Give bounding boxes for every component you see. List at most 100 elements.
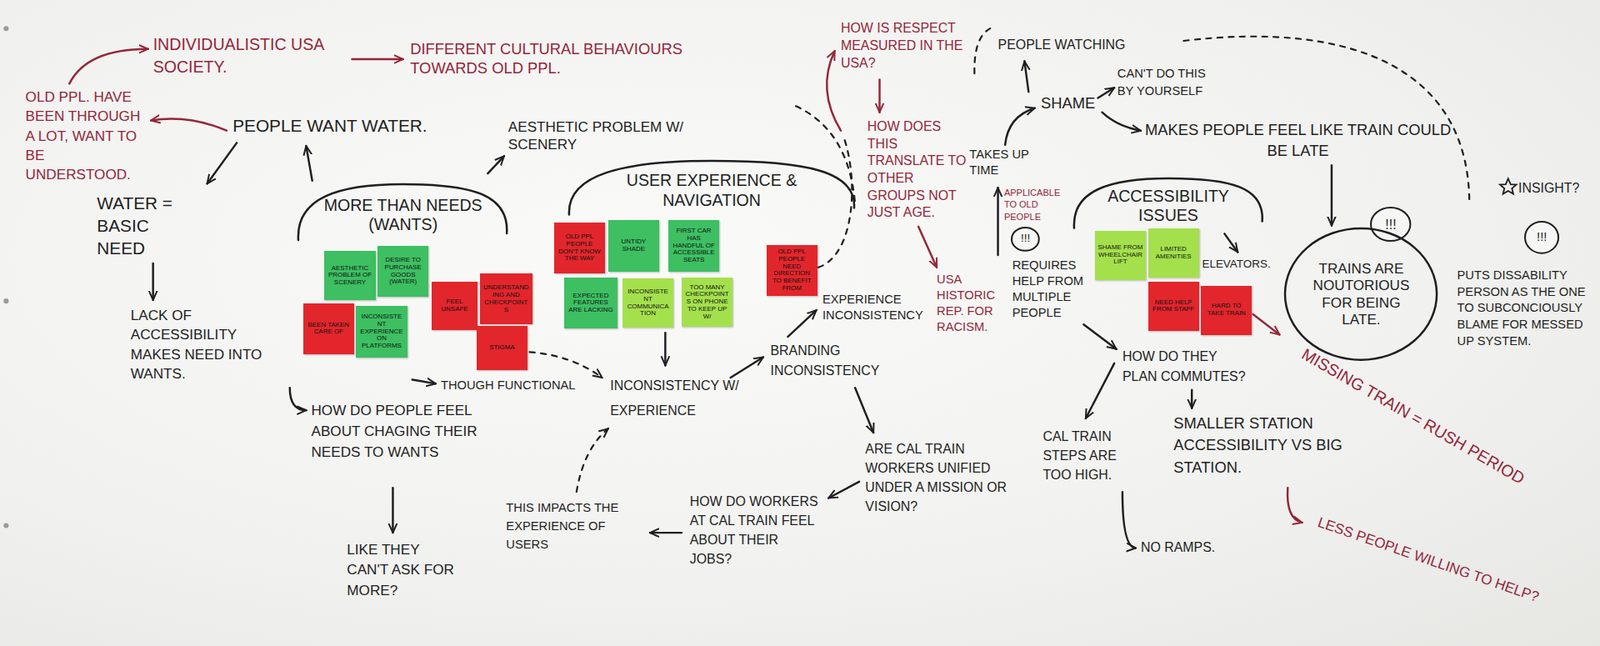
node-text-group: INCONSISTENT COMMUNICATION <box>625 288 671 318</box>
handwritten-note: PEOPLE WATCHING <box>998 36 1182 54</box>
handwritten-note: HOW DO PEOPLE FEEL ABOUT CHAGING THEIR N… <box>310 400 485 463</box>
handwritten-note: APPLICABLE TO OLD PEOPLE <box>1004 186 1068 223</box>
node-text-group: EXPECTED FEATURES ARE LACKING <box>567 292 615 315</box>
arrow <box>828 481 860 499</box>
handwritten-note: ARE CAL TRAIN WORKERS UNIFIED UNDER A MI… <box>865 439 1029 516</box>
arrow <box>787 310 816 337</box>
star-symbol <box>1500 178 1517 194</box>
note-slot: LIKE THEY CAN'T ASK FOR MORE? <box>346 539 460 602</box>
screw <box>3 298 9 304</box>
sticky-note: BEEN TAKEN CARE OF <box>303 303 355 355</box>
arrow <box>1253 314 1280 335</box>
theme-oval: MORE THAN NEEDS (WANTS) <box>295 181 510 245</box>
sticky-note: INCONSISTENT COMMUNICATION <box>622 278 674 328</box>
node-text-group: FIRST CAR HAS HANDFUL OF ACCESSIBLE SEAT… <box>671 227 717 265</box>
oval-outline <box>1074 178 1263 229</box>
note-slot: INDIVIDUALISTIC USA SOCIETY. <box>153 33 348 78</box>
note-slot: MISSING TRAIN = RUSH PERIOD <box>1275 331 1551 502</box>
sticky-text: STIGMA <box>480 344 525 352</box>
arrow <box>826 50 841 130</box>
handwritten-note: OLD PPL. HAVE BEEN THROUGH A LOT, WANT T… <box>25 87 146 185</box>
handwritten-note: LIKE THEY CAN'T ASK FOR MORE? <box>346 539 460 602</box>
handwritten-note: WATER = BASIC NEED <box>96 191 199 260</box>
handwritten-note: TAKES UP TIME <box>969 146 1043 178</box>
sticky-note: FEEL UNSAFE <box>431 281 478 330</box>
handwritten-note: LESS PEOPLE WILLING TO HELP? <box>1305 509 1552 609</box>
note-slot: DIFFERENT CULTURAL BEHAVIOURS TOWARDS OL… <box>410 39 701 80</box>
arrow <box>1024 60 1029 92</box>
node-text-group: !!! <box>1371 216 1411 233</box>
note-slot: PEOPLE WANT WATER. <box>232 115 488 137</box>
circle-outline <box>1525 221 1559 254</box>
theme-title: USER EXPERIENCE & NAVIGATION <box>585 170 840 210</box>
handwritten-note: SMALLER STATION ACCESSIBILITY VS BIG STA… <box>1173 412 1378 480</box>
node-text-group: SHAME FROM WHEELCHAIR LIFT <box>1098 244 1144 266</box>
node-text-group: TRAINS ARE NOUTORIOUS FOR BEING LATE. <box>1304 260 1419 329</box>
node-text-group: HARD TO TAKE TRAIN <box>1204 302 1250 317</box>
handwritten-note: THOUGH FUNCTIONAL <box>440 377 615 393</box>
handwritten-note: MAKES PEOPLE FEEL LIKE TRAIN COULD BE LA… <box>1145 120 1451 162</box>
insight-circle: TRAINS ARE NOUTORIOUS FOR BEING LATE. <box>1283 226 1439 362</box>
handwritten-note: USA HISTORIC REP. FOR RACISM. <box>936 271 1017 335</box>
handwritten-note: HOW IS RESPECT MEASURED IN THE USA? <box>840 20 974 72</box>
sticky-text: UNTIDY SHADE <box>610 238 656 253</box>
handwritten-note: MISSING TRAIN = RUSH PERIOD <box>1275 331 1551 502</box>
node-text-group: INCONSISTENT EXPERIENCE ON PLATFORMS <box>359 313 405 350</box>
dashed-line <box>974 26 995 74</box>
handwritten-note: NO RAMPS. <box>1140 539 1243 556</box>
handwritten-note: AESTHETIC PROBLEM W/ SCENERY <box>508 118 692 155</box>
node-text-group: ACCESSIBILITY ISSUES <box>1090 186 1248 226</box>
note-slot: BRANDING INCONSISTENCY <box>770 340 924 381</box>
arrow <box>351 58 403 60</box>
note-slot: TAKES UP TIME <box>969 146 1043 178</box>
node-text-group: FEEL UNSAFE <box>435 298 475 313</box>
node-text-group: TOO MANY CHECKPOINTS ON PHONE TO KEEP UP… <box>685 284 730 321</box>
sticky-note: SHAME FROM WHEELCHAIR LIFT <box>1095 230 1146 280</box>
screw <box>3 25 9 31</box>
note-slot: PUTS DISSABILITY PERSON AS THE ONE TO SU… <box>1457 267 1590 350</box>
circle-outline <box>1285 228 1437 360</box>
alert-circle: !!! <box>1010 225 1041 253</box>
arrow <box>730 357 764 378</box>
handwritten-note: CAN'T DO THIS BY YOURSELF <box>1117 65 1225 100</box>
arrow <box>1005 108 1035 145</box>
circle-outline <box>1370 207 1410 241</box>
handwritten-note: INDIVIDUALISTIC USA SOCIETY. <box>153 33 348 78</box>
dashed-line <box>795 105 855 205</box>
node-text-group: USER EXPERIENCE & NAVIGATION <box>585 170 840 210</box>
node-text-group: MORE THAN NEEDS (WANTS) <box>314 195 492 235</box>
note-slot: WATER = BASIC NEED <box>96 191 199 260</box>
handwritten-note: PUTS DISSABILITY PERSON AS THE ONE TO SU… <box>1457 267 1590 350</box>
arrow <box>412 379 436 384</box>
handwritten-note: DIFFERENT CULTURAL BEHAVIOURS TOWARDS OL… <box>410 39 701 80</box>
note-slot: CAN'T DO THIS BY YOURSELF <box>1117 65 1225 100</box>
dashed-arrow <box>530 351 603 378</box>
arrow <box>1098 87 1115 98</box>
note-slot: HOW IS RESPECT MEASURED IN THE USA? <box>840 20 974 72</box>
maroon-arrows <box>69 49 1302 523</box>
sticky-note: UNTIDY SHADE <box>608 220 660 271</box>
sticky-text: INCONSISTENT EXPERIENCE ON PLATFORMS <box>359 313 405 350</box>
circle-outline <box>1011 227 1040 251</box>
sticky-note: DESIRE TO PURCHASE GOODS (WATER) <box>377 245 429 297</box>
note-slot: OLD PPL. HAVE BEEN THROUGH A LOT, WANT T… <box>25 87 146 185</box>
node-text-group: !!! <box>1525 230 1559 245</box>
sticky-text: UNDERSTANDING AND CHECKPOINTS <box>482 284 530 314</box>
handwritten-note: INSIGHT? <box>1518 180 1596 197</box>
sticky-text: OLD PPL PEOPLE DON'T KNOW THE WAY <box>557 233 603 263</box>
arrow <box>305 145 312 181</box>
arrow <box>150 118 227 130</box>
note-slot: NO RAMPS. <box>1140 539 1243 556</box>
handwritten-note: HOW DO THEY PLAN COMMUTES? <box>1122 346 1255 387</box>
oval-outline <box>568 160 854 215</box>
sticky-text: AESTHETIC PROBLEM OF SCENERY <box>327 265 373 287</box>
handwritten-note: REQUIRES HELP FROM MULTIPLE PEOPLE <box>1012 257 1093 321</box>
node-text-group: OLD PPL PEOPLE DON'T KNOW THE WAY <box>557 233 603 263</box>
sticky-text: NEED HELP FROM STAFF <box>1150 299 1196 314</box>
dashed-links <box>530 26 1470 492</box>
node-text-group: !!! <box>1012 231 1040 245</box>
sticky-text: DESIRE TO PURCHASE GOODS (WATER) <box>380 256 426 286</box>
arrow <box>69 49 148 85</box>
